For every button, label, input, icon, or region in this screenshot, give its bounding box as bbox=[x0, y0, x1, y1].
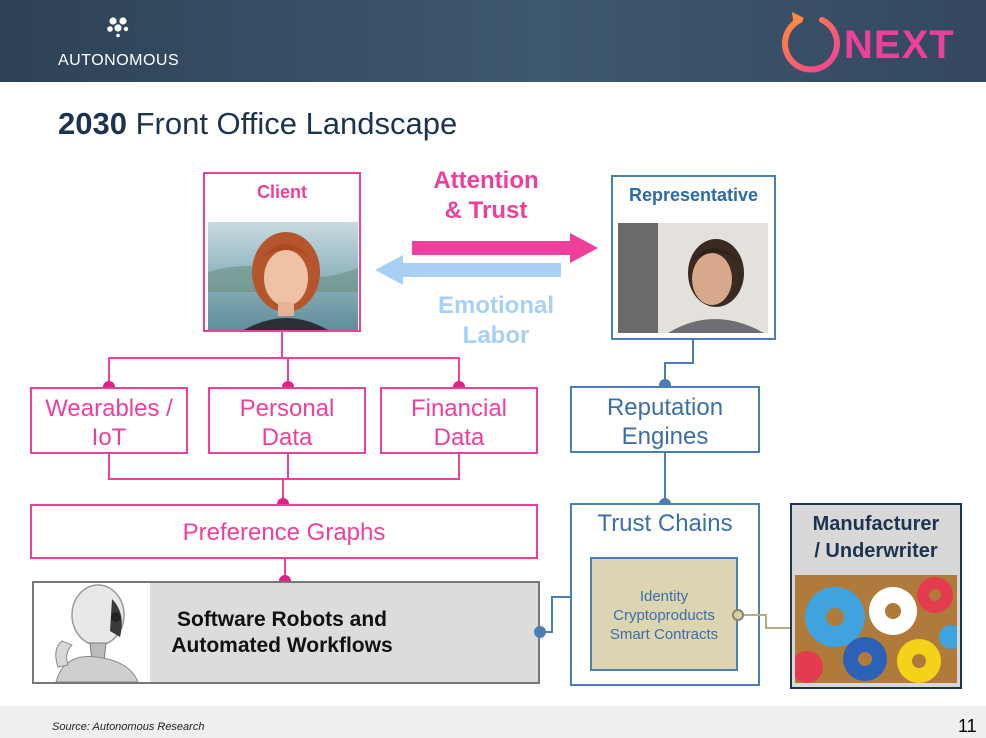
robot-thinker-image bbox=[34, 583, 150, 682]
personal-data-line2: Data bbox=[261, 424, 313, 451]
client-photo bbox=[208, 222, 358, 330]
identity-list: Identity Cryptoproducts Smart Contracts bbox=[592, 587, 736, 644]
title-text: Front Office Landscape bbox=[126, 106, 458, 141]
wearables-line1: Wearables / bbox=[45, 395, 173, 422]
connector-up-wearables bbox=[108, 454, 110, 480]
manufacturer-line1: Manufacturer bbox=[812, 513, 940, 535]
page-number: 11 bbox=[958, 716, 977, 736]
preference-graphs-label: Preference Graphs bbox=[182, 519, 386, 546]
robots-trust-link-v bbox=[551, 596, 553, 633]
representative-label: Representative bbox=[628, 185, 759, 205]
reputation-line2: Engines bbox=[621, 423, 709, 450]
robots-stem bbox=[284, 559, 286, 581]
smart-contracts-item: Smart Contracts bbox=[609, 626, 719, 643]
attention-trust-label: Attention & Trust bbox=[426, 166, 546, 226]
robots-trust-link-h2 bbox=[551, 596, 571, 598]
attention-trust-arrow bbox=[412, 233, 598, 263]
client-label: Client bbox=[256, 182, 307, 202]
manufacturer-box: Manufacturer / Underwriter bbox=[790, 503, 962, 689]
preference-graphs-box: Preference Graphs bbox=[30, 504, 538, 559]
connector-drop-wearables bbox=[108, 357, 110, 387]
wearables-line2: IoT bbox=[91, 424, 127, 451]
identity-crypto-box: Identity Cryptoproducts Smart Contracts bbox=[590, 557, 738, 671]
representative-photo bbox=[618, 223, 768, 333]
connector-dot-manufacturer bbox=[732, 609, 744, 621]
financial-data-line1: Financial bbox=[410, 395, 508, 422]
trust-chains-label: Trust Chains bbox=[597, 510, 733, 537]
source-note: Source: Autonomous Research bbox=[52, 721, 205, 733]
client-card: Client bbox=[203, 172, 361, 332]
connector-up-financial bbox=[458, 454, 460, 480]
attention-label-line1: Attention bbox=[433, 167, 539, 194]
emotional-labor-label: Emotional Labor bbox=[430, 291, 562, 351]
next-logo: NEXT bbox=[778, 6, 958, 78]
robots-line1: Software Robots and bbox=[176, 608, 387, 631]
manufacturer-line2: / Underwriter bbox=[814, 540, 938, 562]
rep-stem-down bbox=[692, 340, 694, 364]
footer: Source: Autonomous Research 11 bbox=[0, 706, 986, 738]
connector-dot-robots-trust bbox=[534, 626, 546, 638]
personal-data-line1: Personal bbox=[239, 395, 335, 422]
next-ring-icon bbox=[782, 12, 840, 73]
mfr-link-h2 bbox=[765, 627, 790, 629]
personal-data-box: Personal Data bbox=[208, 387, 366, 454]
software-robots-label: Software Robots and Automated Workflows bbox=[152, 607, 412, 659]
reputation-engines-box: Reputation Engines bbox=[570, 386, 760, 453]
emotional-label-line1: Emotional bbox=[437, 292, 554, 319]
identity-item: Identity bbox=[639, 588, 689, 605]
brand-name: AUTONOMOUS bbox=[58, 52, 180, 69]
page-title: 2030 Front Office Landscape bbox=[58, 106, 457, 142]
robots-trust-link-h bbox=[540, 631, 552, 633]
manufacturer-label: Manufacturer / Underwriter bbox=[792, 511, 960, 565]
connector-up-personal bbox=[287, 454, 289, 480]
rep-stem-down2 bbox=[664, 362, 666, 386]
gears-image bbox=[795, 575, 957, 683]
emotional-label-line2: Labor bbox=[462, 322, 530, 349]
emotional-labor-arrow bbox=[375, 255, 561, 285]
financial-data-line2: Data bbox=[433, 424, 485, 451]
autonomous-mark-icon bbox=[107, 17, 129, 38]
data-merge-bar bbox=[108, 478, 460, 480]
robots-line2: Automated Workflows bbox=[171, 634, 393, 657]
header-banner: AUTONOMOUS NEXT bbox=[0, 0, 986, 82]
trust-stem bbox=[664, 453, 666, 503]
client-connector-stem bbox=[281, 332, 283, 358]
financial-data-box: Financial Data bbox=[380, 387, 538, 454]
representative-card: Representative bbox=[611, 175, 776, 340]
attention-label-line2: & Trust bbox=[444, 197, 528, 224]
connector-drop-financial bbox=[458, 357, 460, 387]
connector-drop-personal bbox=[287, 357, 289, 387]
mfr-link-v bbox=[765, 614, 767, 629]
preference-stem bbox=[282, 478, 284, 504]
next-wordmark: NEXT bbox=[844, 23, 955, 67]
mfr-link-h bbox=[738, 614, 766, 616]
software-robots-box: Software Robots and Automated Workflows bbox=[32, 581, 540, 684]
wearables-iot-box: Wearables / IoT bbox=[30, 387, 188, 454]
title-year: 2030 bbox=[58, 106, 127, 141]
cryptoproducts-item: Cryptoproducts bbox=[613, 607, 715, 624]
rep-stem-jog bbox=[664, 362, 694, 364]
autonomous-logo: AUTONOMOUS bbox=[58, 14, 188, 74]
reputation-line1: Reputation bbox=[606, 394, 724, 421]
client-connector-bar bbox=[108, 357, 460, 359]
